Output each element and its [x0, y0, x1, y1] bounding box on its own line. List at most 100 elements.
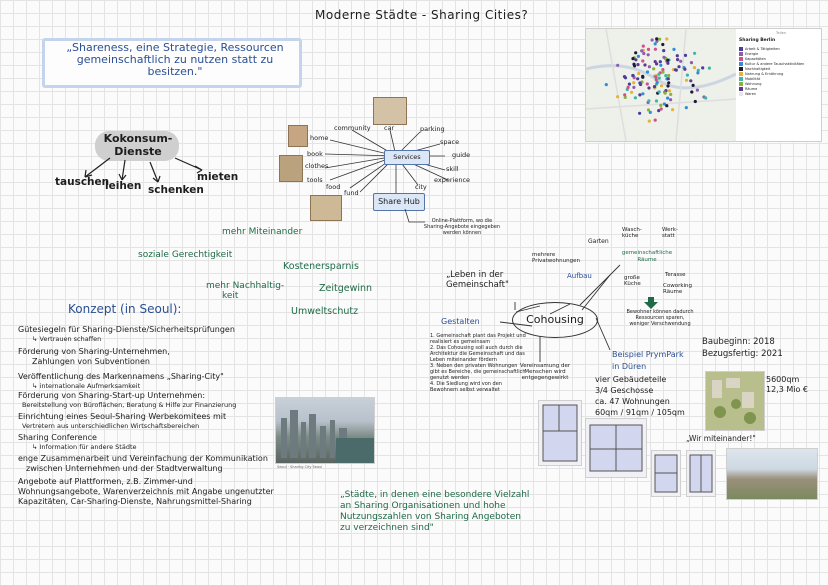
map-legend-item[interactable]: Kapazitäten — [739, 57, 817, 62]
map-marker[interactable] — [659, 103, 663, 107]
map-marker[interactable] — [647, 86, 651, 90]
map-marker[interactable] — [654, 99, 659, 103]
map-marker[interactable] — [641, 92, 645, 96]
map-marker[interactable] — [675, 54, 679, 58]
map-marker[interactable] — [666, 77, 670, 81]
map-marker[interactable] — [653, 47, 657, 51]
map-legend-item[interactable]: Wohnung — [739, 82, 817, 87]
map-marker[interactable] — [689, 79, 693, 83]
map-marker[interactable] — [707, 66, 711, 70]
map-marker[interactable] — [667, 89, 672, 93]
map-marker[interactable] — [626, 85, 630, 89]
map-marker[interactable] — [647, 65, 651, 69]
map-share-link[interactable]: Teilen — [776, 31, 787, 35]
map-marker[interactable] — [646, 108, 651, 112]
map-marker[interactable] — [634, 58, 638, 62]
map-marker[interactable] — [689, 61, 694, 65]
map-marker[interactable] — [653, 118, 657, 122]
map-legend-item[interactable]: Waren — [739, 92, 817, 97]
map-marker[interactable] — [676, 58, 680, 62]
map-legend-item[interactable]: Räume — [739, 87, 817, 92]
map-marker[interactable] — [666, 84, 670, 88]
map-marker[interactable] — [632, 85, 636, 89]
map-marker[interactable] — [683, 67, 687, 71]
map-marker[interactable] — [636, 77, 640, 81]
map-marker[interactable] — [623, 93, 627, 97]
map-legend-item[interactable]: Arbeit & Tätigkeiten — [739, 47, 817, 52]
map-marker[interactable] — [642, 51, 646, 56]
map-marker[interactable] — [634, 51, 638, 55]
map-marker[interactable] — [636, 63, 640, 67]
map-marker[interactable] — [648, 110, 652, 114]
map-marker[interactable] — [623, 95, 627, 99]
map-marker[interactable] — [632, 62, 636, 66]
map-marker[interactable] — [667, 73, 671, 78]
map-marker[interactable] — [666, 61, 670, 65]
map-marker[interactable] — [655, 81, 659, 85]
map-marker[interactable] — [641, 59, 645, 63]
map-marker[interactable] — [673, 68, 678, 72]
map-marker[interactable] — [664, 74, 668, 78]
map-marker[interactable] — [653, 42, 657, 46]
map-marker[interactable] — [658, 37, 662, 41]
map-marker[interactable] — [616, 63, 620, 67]
map-marker[interactable] — [616, 95, 620, 99]
map-marker[interactable] — [685, 73, 689, 77]
map-marker[interactable] — [683, 53, 688, 57]
map-marker[interactable] — [623, 76, 628, 80]
map-marker[interactable] — [672, 47, 676, 51]
map-marker[interactable] — [650, 38, 654, 42]
map-marker[interactable] — [664, 89, 668, 93]
map-marker[interactable] — [632, 81, 636, 85]
map-marker[interactable] — [696, 68, 700, 72]
map-legend-item[interactable]: Nachhaltigkeit — [739, 67, 817, 72]
map-legend-item[interactable]: Mobilität — [739, 77, 817, 82]
map-marker[interactable] — [604, 83, 608, 87]
map-marker[interactable] — [652, 67, 656, 71]
map-marker[interactable] — [647, 119, 651, 123]
map-marker[interactable] — [661, 42, 665, 47]
map-marker[interactable] — [646, 47, 651, 51]
map-marker[interactable] — [684, 106, 688, 110]
map-marker[interactable] — [646, 53, 650, 57]
map-marker[interactable] — [691, 83, 695, 87]
map-marker[interactable] — [658, 60, 662, 64]
map-marker[interactable] — [671, 108, 675, 112]
map-marker[interactable] — [643, 63, 647, 67]
map-marker[interactable] — [701, 66, 705, 70]
map-marker[interactable] — [693, 51, 697, 55]
map-marker[interactable] — [684, 78, 689, 82]
map-legend-item[interactable]: Nahrung & Ernährung — [739, 72, 817, 77]
map-marker[interactable] — [666, 96, 670, 100]
map-marker[interactable] — [657, 72, 661, 76]
map-marker[interactable] — [661, 68, 665, 72]
map-marker[interactable] — [654, 75, 658, 79]
map-marker[interactable] — [659, 107, 663, 111]
map-marker[interactable] — [669, 98, 673, 102]
map-marker[interactable] — [669, 92, 673, 96]
map-marker[interactable] — [630, 90, 634, 94]
map-marker[interactable] — [693, 99, 697, 104]
map-marker[interactable] — [633, 96, 637, 100]
map-marker[interactable] — [667, 81, 671, 85]
map-marker[interactable] — [637, 71, 641, 76]
map-marker[interactable] — [641, 74, 645, 78]
map-marker[interactable] — [638, 111, 642, 115]
map-marker[interactable] — [665, 37, 669, 41]
map-marker[interactable] — [696, 71, 700, 75]
map-marker[interactable] — [690, 90, 694, 94]
map-marker[interactable] — [659, 63, 663, 67]
map-marker[interactable] — [665, 104, 669, 108]
map-marker[interactable] — [653, 60, 657, 64]
map-marker[interactable] — [655, 37, 659, 41]
map-marker[interactable] — [645, 82, 649, 86]
map-marker[interactable] — [654, 78, 658, 82]
map-marker[interactable] — [695, 88, 699, 92]
map-marker[interactable] — [641, 44, 645, 48]
map-marker[interactable] — [655, 39, 659, 43]
map-marker[interactable] — [647, 99, 651, 103]
map-marker[interactable] — [627, 82, 631, 86]
map-legend-item[interactable]: Energie — [739, 52, 817, 57]
map-marker[interactable] — [645, 70, 650, 74]
map-marker[interactable] — [657, 90, 661, 94]
